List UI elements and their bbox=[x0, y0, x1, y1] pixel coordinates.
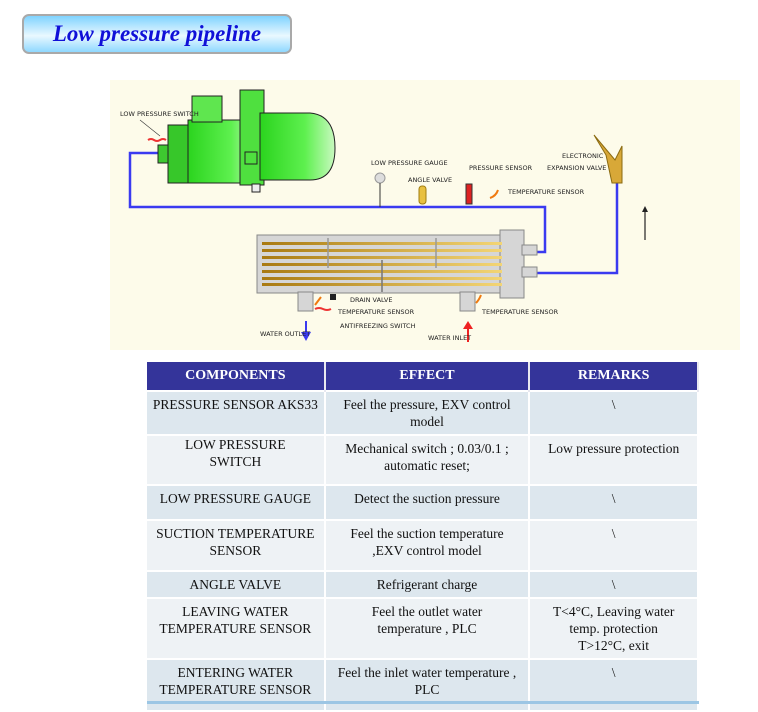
cell-remarks: \ bbox=[529, 390, 699, 435]
compressor bbox=[157, 89, 336, 193]
antifreezing-switch-icon bbox=[314, 307, 332, 311]
low-pressure-gauge-icon bbox=[374, 172, 386, 207]
heat-exchanger bbox=[256, 229, 538, 312]
expansion-valve-icon bbox=[593, 134, 623, 184]
header-remarks: REMARKS bbox=[529, 362, 699, 391]
cell-remarks: \ bbox=[529, 484, 699, 520]
page-title-text: Low pressure pipeline bbox=[52, 21, 262, 46]
cell-component: PRESSURE SENSOR AKS33 bbox=[147, 390, 326, 435]
label-water-inlet: WATER INLET bbox=[428, 334, 471, 342]
cell-effect: Mechanical switch ; 0.03/0.1 ; automatic… bbox=[324, 434, 531, 485]
cell-remarks: \ bbox=[529, 519, 699, 571]
cell-remarks: T<4°C, Leaving water temp. protection T>… bbox=[529, 597, 699, 659]
label-suction-temp-sensor: TEMPERATURE SENSOR bbox=[507, 188, 585, 196]
cell-component: SUCTION TEMPERATURE SENSOR bbox=[147, 519, 326, 571]
label-exv-line2: EXPANSION VALVE bbox=[547, 164, 606, 172]
components-table: COMPONENTS EFFECT REMARKS PRESSURE SENSO… bbox=[147, 362, 699, 710]
label-water-outlet: WATER OUTLET bbox=[260, 330, 310, 338]
table-header: COMPONENTS EFFECT REMARKS bbox=[147, 362, 699, 391]
cell-component: ANGLE VALVE bbox=[147, 570, 326, 598]
table-bottom-border bbox=[147, 701, 699, 704]
water-outlet-arrow-icon bbox=[301, 321, 311, 341]
label-pressure-sensor: PRESSURE SENSOR bbox=[469, 164, 533, 172]
cell-effect: Feel the outlet water temperature , PLC bbox=[324, 597, 531, 659]
cell-remarks: \ bbox=[529, 570, 699, 598]
label-exv-line1: ELECTRONIC bbox=[562, 152, 604, 160]
cell-effect: Refrigerant charge bbox=[324, 570, 531, 598]
cell-remarks: Low pressure protection bbox=[529, 434, 699, 485]
label-low-pressure-switch: LOW PRESSURE SWITCH bbox=[120, 110, 199, 118]
pressure-sensor-icon bbox=[465, 183, 473, 205]
cell-component: LOW PRESSURE SWITCH bbox=[147, 434, 326, 485]
cell-component: LOW PRESSURE GAUGE bbox=[147, 484, 326, 520]
page-title: Low pressure pipeline bbox=[22, 14, 292, 54]
label-inlet-temp-sensor: TEMPERATURE SENSOR bbox=[481, 308, 559, 316]
cell-effect: Detect the suction pressure bbox=[324, 484, 531, 520]
label-drain-valve: DRAIN VALVE bbox=[350, 296, 393, 304]
cell-effect: Feel the pressure, EXV control model bbox=[324, 390, 531, 435]
cell-effect: Feel the suction temperature ,EXV contro… bbox=[324, 519, 531, 571]
cell-component: LEAVING WATER TEMPERATURE SENSOR bbox=[147, 597, 326, 659]
pipeline-diagram: LOW PRESSURE SWITCH LOW PRESSURE GAUGE A… bbox=[110, 80, 740, 350]
water-inlet-arrow-icon bbox=[463, 321, 473, 342]
label-angle-valve: ANGLE VALVE bbox=[408, 176, 452, 184]
inlet-temperature-sensor-icon bbox=[475, 294, 482, 304]
label-antifreezing-switch: ANTIFREEZING SWITCH bbox=[340, 322, 416, 330]
header-effect: EFFECT bbox=[324, 362, 531, 391]
outlet-temperature-sensor-icon bbox=[314, 296, 322, 306]
header-components: COMPONENTS bbox=[147, 362, 326, 391]
label-low-pressure-gauge: LOW PRESSURE GAUGE bbox=[371, 159, 448, 167]
pipe-suction bbox=[128, 151, 619, 275]
drain-valve-icon bbox=[330, 294, 336, 300]
label-outlet-temp-sensor: TEMPERATURE SENSOR bbox=[337, 308, 415, 316]
suction-temperature-sensor-icon bbox=[489, 189, 499, 199]
angle-valve-icon bbox=[418, 185, 427, 205]
low-pressure-switch-icon bbox=[147, 138, 167, 142]
